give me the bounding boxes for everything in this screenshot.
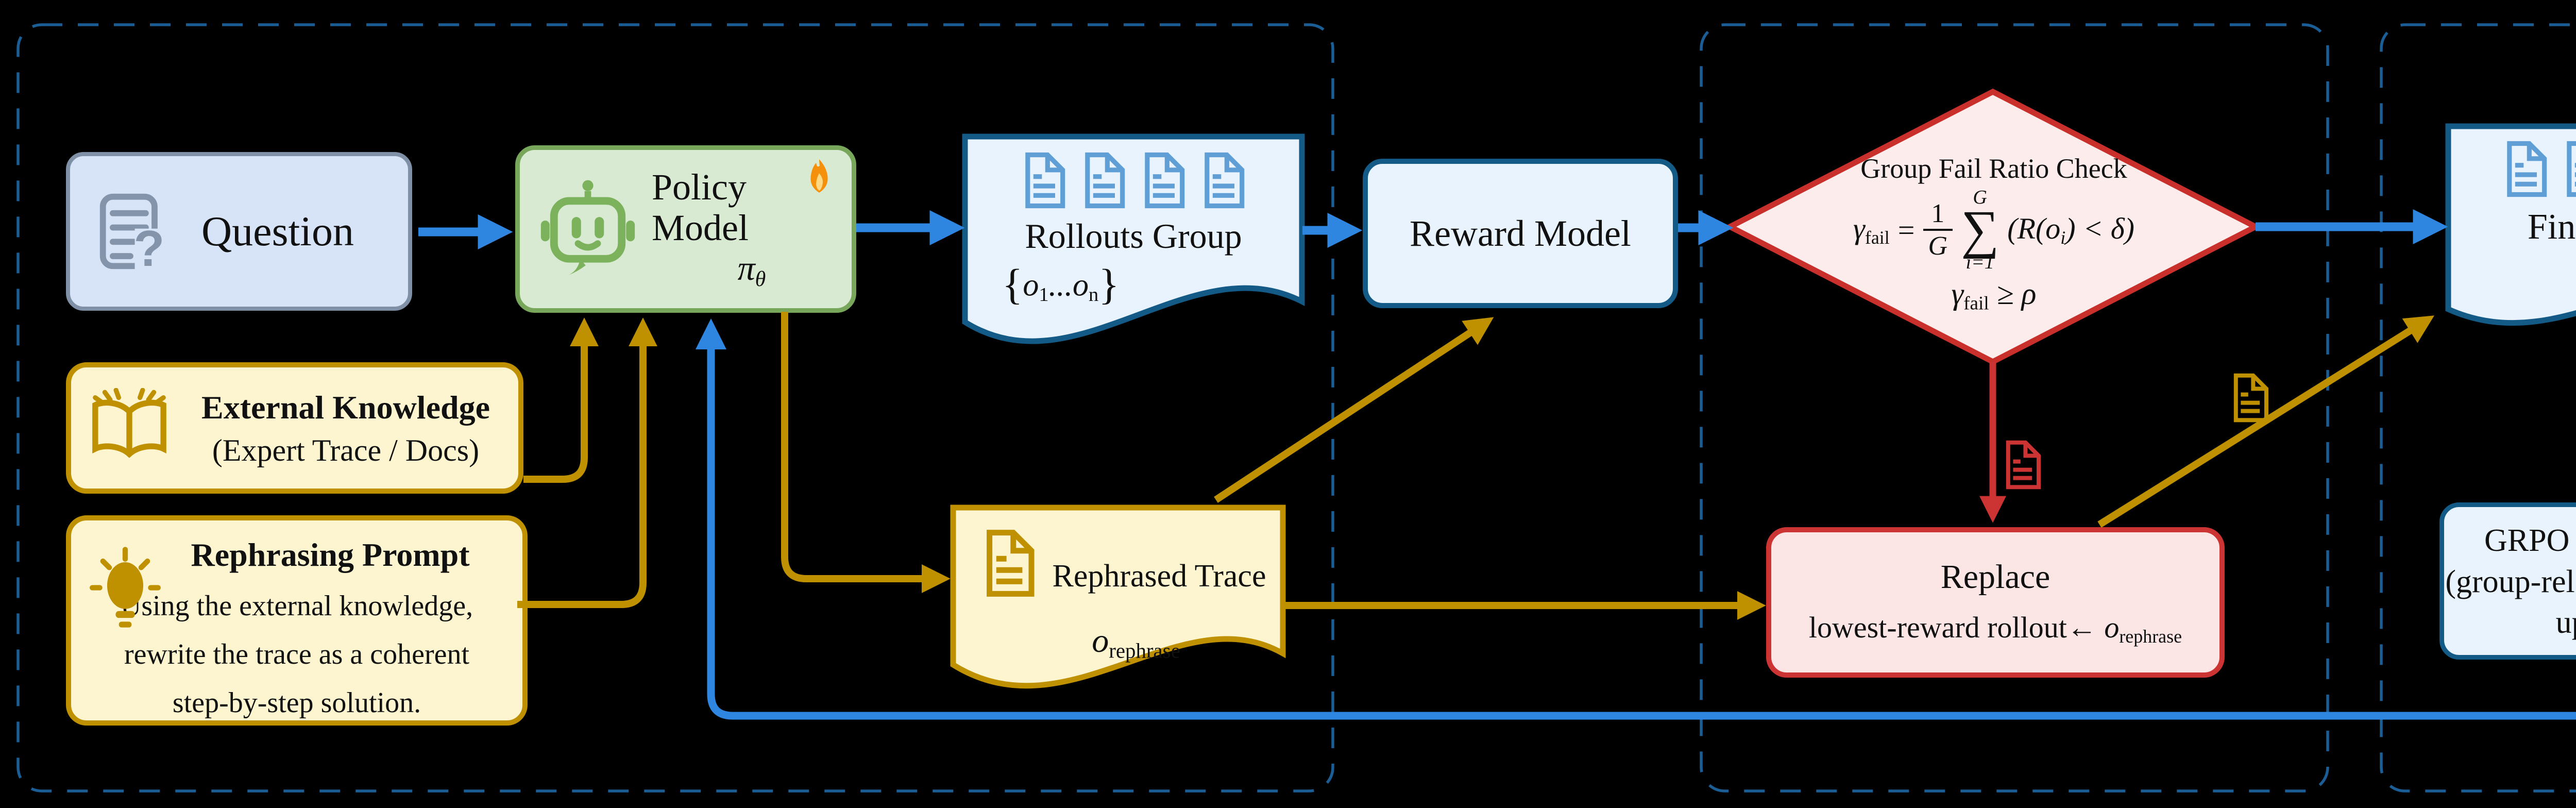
robot-icon xyxy=(540,180,635,275)
o-rephrase-label: orephrase xyxy=(1092,622,1180,663)
group-fail-ratio-check-node: Group Fail Ratio Check γfail = 1 G G ∑ i… xyxy=(1762,153,2226,315)
rephrasing-prompt-node: Rephrasing Prompt Using the external kno… xyxy=(66,515,528,726)
document-icon xyxy=(1080,152,1127,209)
policy-pi: π xyxy=(737,248,755,288)
rollouts-group-label: Rollouts Group xyxy=(1025,216,1242,256)
document-icon xyxy=(980,529,1038,597)
external-knowledge-subtitle: (Expert Trace / Docs) xyxy=(212,433,480,467)
final-doc-icons xyxy=(2502,141,2576,197)
lightbulb-icon xyxy=(90,547,161,628)
fail-ratio-condition: γfail ≥ ρ xyxy=(1951,277,2037,314)
rollouts-set-notation: {o1...on} xyxy=(1002,261,1120,309)
rephrased-trace-node: Rephrased Trace orephrase xyxy=(953,508,1283,663)
question-mark-glyph: ? xyxy=(133,220,164,275)
open-book-icon xyxy=(92,388,166,458)
document-icon xyxy=(1140,152,1187,209)
replace-detail: lowest-reward rollout← orephrase xyxy=(1808,610,2182,647)
grpo-optimization-node: GRPO Optimization (group-relative advant… xyxy=(2439,502,2576,660)
replaced-rollout-doc-icon xyxy=(2002,435,2043,494)
policy-model-node: Policy Model πθ xyxy=(515,145,856,313)
final-group-label: Final Group xyxy=(2527,207,2576,247)
question-label: Question xyxy=(201,208,354,255)
reward-model-node: Reward Model xyxy=(1363,159,1678,308)
policy-theta-subscript: θ xyxy=(755,266,766,291)
rephrase-doc-icon xyxy=(2229,367,2270,429)
policy-model-label: Policy Model xyxy=(652,166,749,249)
one-over-G: 1 G xyxy=(1923,198,1953,261)
external-knowledge-title: External Knowledge xyxy=(201,389,490,426)
document-icon xyxy=(1020,152,1067,209)
rephrasing-line-2: rewrite the trace as a coherent xyxy=(124,638,470,670)
document-icon xyxy=(1199,152,1247,209)
external-knowledge-node: External Knowledge (Expert Trace / Docs) xyxy=(66,362,523,494)
question-node: ? Question xyxy=(66,152,412,311)
fail-ratio-formula: γfail = 1 G G ∑ i=1 (R(oi) < δ) xyxy=(1853,187,2134,274)
check-title: Group Fail Ratio Check xyxy=(1860,153,2127,184)
summation: G ∑ i=1 xyxy=(1961,187,1999,274)
question-document-icon: ? xyxy=(99,193,164,275)
replace-node: Replace lowest-reward rollout← orephrase xyxy=(1766,527,2225,678)
rephrasing-line-3: step-by-step solution. xyxy=(172,687,421,719)
grpo-line-2: (group-relative advantage) xyxy=(2445,564,2576,599)
replace-title: Replace xyxy=(1940,558,2050,596)
document-icon xyxy=(2502,141,2549,197)
final-group-node: Final Group xyxy=(2448,126,2576,248)
grpo-line-1: GRPO Optimization xyxy=(2484,523,2576,559)
fire-icon xyxy=(810,159,828,193)
rollouts-doc-icons xyxy=(1020,152,1247,209)
rollouts-group-node: Rollouts Group {o1...on} xyxy=(965,137,1302,310)
reward-model-label: Reward Model xyxy=(1410,212,1631,254)
grpo-line-3: update πθ xyxy=(2555,604,2576,640)
document-icon xyxy=(2562,141,2576,197)
rephrasing-line-1: Using the external knowledge, xyxy=(120,590,473,622)
rephrasing-prompt-title: Rephrasing Prompt xyxy=(191,536,470,573)
